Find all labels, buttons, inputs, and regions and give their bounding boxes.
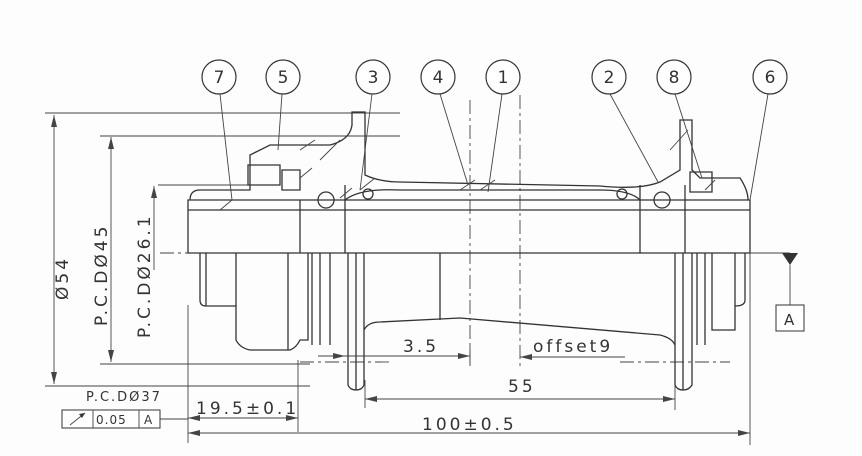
balloon-2: 2 <box>591 59 627 95</box>
dim-flange-spacing: 55 <box>365 377 675 402</box>
balloon-1: 1 <box>485 59 521 95</box>
balloon-6: 6 <box>752 59 788 95</box>
tolerance-frame: 0.05 A <box>61 409 188 429</box>
svg-text:8: 8 <box>669 68 680 88</box>
svg-text:P.C.DØ45: P.C.DØ45 <box>92 224 112 326</box>
svg-text:3.5: 3.5 <box>403 337 439 357</box>
svg-text:P.C.DØ26.1: P.C.DØ26.1 <box>135 213 155 338</box>
svg-text:0.05: 0.05 <box>96 413 127 427</box>
svg-text:100±0.5: 100±0.5 <box>422 415 517 435</box>
svg-text:6: 6 <box>765 68 776 88</box>
dim-center-gap: 3.5 <box>318 337 471 366</box>
dim-pcd-45: P.C.DØ45 <box>92 137 114 362</box>
svg-text:4: 4 <box>433 68 444 88</box>
hub-body <box>187 111 751 254</box>
dim-overall-width: 100±0.5 <box>188 415 750 436</box>
runout-arrow-icon <box>69 412 86 426</box>
svg-text:3: 3 <box>368 68 379 88</box>
svg-text:2: 2 <box>604 68 615 88</box>
pcd-37-label: P.C.DØ37 <box>86 390 162 405</box>
svg-text:1: 1 <box>498 68 509 88</box>
svg-text:A: A <box>784 311 795 329</box>
balloon-8: 8 <box>656 59 692 95</box>
svg-text:Ø54: Ø54 <box>53 256 73 300</box>
svg-text:7: 7 <box>214 68 225 88</box>
leader-lines <box>219 93 769 201</box>
hub-lower <box>199 253 746 391</box>
dim-offset: offset9 <box>520 337 625 360</box>
balloon-7: 7 <box>201 59 237 95</box>
balloon-5: 5 <box>265 59 301 95</box>
svg-text:55: 55 <box>508 377 536 397</box>
dim-flange-offset: 19.5±0.1 <box>188 399 299 421</box>
svg-text:offset9: offset9 <box>533 337 613 357</box>
svg-text:A: A <box>144 413 153 427</box>
datum-a-symbol: A <box>750 252 805 332</box>
svg-text:19.5±0.1: 19.5±0.1 <box>196 399 299 419</box>
svg-text:5: 5 <box>278 68 289 88</box>
balloon-3: 3 <box>355 59 391 95</box>
dim-pcd-26: P.C.DØ26.1 <box>135 186 157 338</box>
balloon-4: 4 <box>420 59 456 95</box>
dim-outer-diameter: Ø54 <box>51 115 73 384</box>
